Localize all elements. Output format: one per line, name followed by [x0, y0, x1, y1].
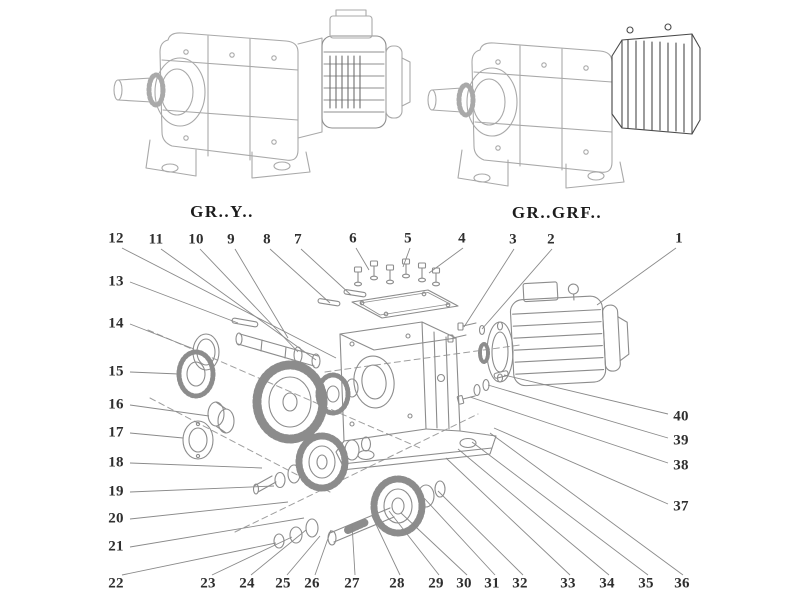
part-number-11: 11 [148, 231, 164, 248]
part-number-24: 24 [239, 575, 255, 592]
part-number-18: 18 [108, 454, 124, 471]
finned-cover-right-unit [611, 23, 701, 135]
variant-label-gr-grf: GR..GRF.. [511, 203, 603, 222]
variant-label-gr-y: GR..Y.. [190, 202, 254, 221]
output-shaft-left-unit [113, 72, 166, 108]
part-number-33: 33 [560, 575, 576, 592]
part-number-34: 34 [599, 575, 615, 592]
part-number-17: 17 [108, 424, 124, 441]
part-number-29: 29 [428, 575, 444, 592]
lower-gear-cluster [252, 432, 372, 495]
part-number-23: 23 [200, 575, 216, 592]
part-number-16: 16 [108, 396, 124, 413]
part-number-6: 6 [349, 230, 357, 247]
top-cover-plate [351, 289, 459, 319]
motor-left-unit [297, 9, 411, 139]
part-number-12: 12 [108, 230, 124, 247]
part-number-20: 20 [108, 510, 124, 527]
cover-bolt-icons [353, 258, 441, 287]
part-number-8: 8 [263, 231, 271, 248]
part-number-22: 22 [108, 575, 124, 592]
part-number-30: 30 [456, 575, 472, 592]
part-number-4: 4 [458, 230, 466, 247]
part-number-37: 37 [673, 498, 689, 515]
second-gear [315, 372, 359, 416]
part-number-7: 7 [294, 231, 302, 248]
part-number-26: 26 [304, 575, 320, 592]
part-number-21: 21 [108, 538, 124, 555]
part-number-15: 15 [108, 363, 124, 380]
housing-foot-flange [335, 430, 497, 471]
part-number-40: 40 [673, 408, 689, 425]
gear-housing-right-unit [471, 42, 613, 173]
gearbox-housing [339, 321, 461, 442]
part-number-39: 39 [673, 432, 689, 449]
part-number-28: 28 [389, 575, 405, 592]
gearmotor-gr-grf-drawing [427, 23, 701, 189]
part-number-19: 19 [108, 483, 124, 500]
ball-bearing [182, 420, 214, 460]
exploded-view-drawing [147, 258, 630, 549]
mounting-feet-right-unit [457, 149, 625, 189]
part-number-25: 25 [275, 575, 291, 592]
large-helical-gear [252, 360, 328, 444]
part-number-31: 31 [484, 575, 500, 592]
part-number-14: 14 [108, 315, 124, 332]
intermediate-shaft [235, 332, 321, 369]
pinion-shaft-cluster [273, 475, 446, 549]
part-number-38: 38 [673, 457, 689, 474]
mounting-feet-left-unit [145, 139, 311, 179]
output-shaft-right-unit [427, 82, 476, 118]
shaft-key-icons [231, 289, 367, 328]
spacer-sleeve [207, 401, 235, 434]
ring-gear [176, 349, 216, 399]
part-number-9: 9 [227, 231, 235, 248]
part-number-32: 32 [512, 575, 528, 592]
part-number-5: 5 [404, 230, 412, 247]
part-number-10: 10 [188, 231, 204, 248]
part-number-35: 35 [638, 575, 654, 592]
gear-housing-left-unit [159, 32, 299, 161]
electric-motor [509, 281, 630, 387]
part-number-27: 27 [344, 575, 360, 592]
flange-bolt-icons [447, 322, 509, 405]
part-number-3: 3 [509, 231, 517, 248]
part-number-2: 2 [547, 231, 555, 248]
part-number-1: 1 [675, 230, 683, 247]
part-number-36: 36 [674, 575, 690, 592]
gearmotor-gr-y-drawing [113, 9, 411, 179]
leader-lines [121, 247, 684, 576]
part-number-13: 13 [108, 273, 124, 290]
